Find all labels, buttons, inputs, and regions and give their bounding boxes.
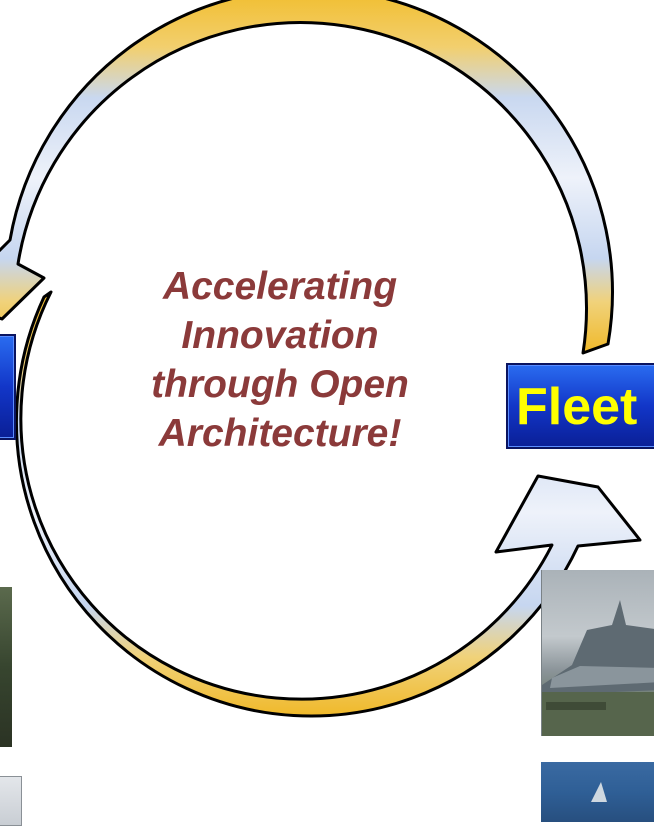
ship-icon — [542, 600, 654, 736]
center-caption: Accelerating Innovation through Open Arc… — [95, 262, 465, 458]
ship-photo-top — [541, 570, 654, 736]
ship-photo-bottom — [541, 762, 654, 822]
ship-icon — [591, 782, 607, 802]
cycle-ring-path — [14, 290, 642, 718]
center-caption-line-1: Accelerating — [162, 265, 398, 308]
fleet-label-box: Fleet — [506, 363, 654, 449]
left-photo-top — [0, 587, 12, 747]
center-caption-line-4: Architecture! — [158, 412, 402, 455]
left-label-box — [0, 334, 16, 440]
fleet-label: Fleet — [516, 378, 638, 436]
cycle-ring-path-top — [0, 0, 614, 355]
left-photo-bottom — [0, 776, 22, 826]
center-caption-line-2: Innovation — [181, 314, 379, 357]
center-caption-line-3: through Open — [151, 363, 409, 406]
